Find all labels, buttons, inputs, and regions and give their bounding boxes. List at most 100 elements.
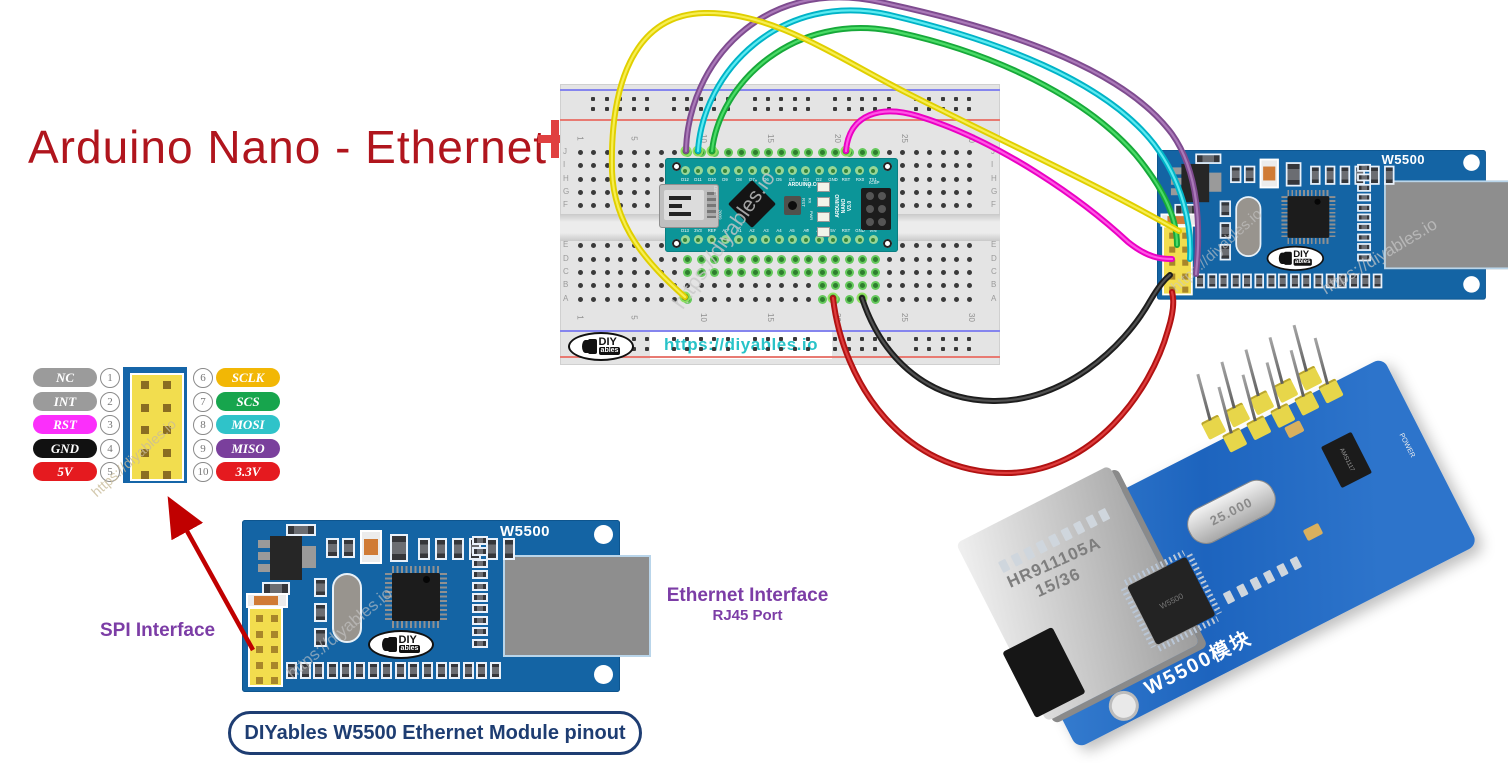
breadboard-hole (846, 270, 852, 275)
breadboard-hole (913, 150, 919, 155)
nano-pin-pad (680, 235, 690, 244)
column-number: 10 (698, 313, 708, 322)
rail-hole (604, 107, 609, 111)
module-smd (1357, 233, 1372, 242)
row-letter: J (563, 147, 567, 156)
rail-hole (631, 97, 636, 101)
breadboard-hole (819, 257, 825, 262)
rail-hole (672, 97, 676, 101)
breadboard-hole (967, 297, 973, 302)
rail-hole (712, 97, 717, 101)
rail-hole (967, 347, 972, 351)
pinout-number: 6 (193, 368, 213, 388)
module-smd (472, 570, 488, 580)
breadboard-hole (578, 243, 583, 248)
column-number: 20 (833, 134, 843, 143)
module-smd (1218, 273, 1229, 289)
nano-pin-pad (720, 166, 730, 175)
module-header-pin (256, 661, 263, 669)
nano-pin-label: D11 (694, 177, 703, 182)
diyables-logo-bottom: ables (1293, 258, 1313, 266)
nano-mounting-hole (672, 162, 681, 171)
module-rj45-port (503, 555, 651, 657)
module-smd (1357, 223, 1372, 232)
rail-hole (927, 97, 932, 101)
breadboard-hole (725, 270, 731, 275)
breadboard-hole (913, 257, 919, 262)
pinout-header-pin (163, 403, 171, 412)
nano-led-label: TX (807, 182, 813, 189)
rail-hole (846, 107, 851, 111)
nano-led (817, 212, 830, 222)
breadboard-hole (645, 270, 651, 275)
breadboard-hole (658, 243, 664, 248)
breadboard-hole (604, 163, 610, 168)
module-smd (314, 603, 327, 622)
breadboard-hole (913, 177, 919, 182)
rail-hole (967, 107, 972, 111)
rail-hole (672, 107, 676, 111)
photo-header-pin (1196, 373, 1212, 421)
rail-hole (685, 107, 690, 111)
breadboard-hole (591, 270, 597, 275)
icsp-pin (866, 205, 874, 213)
module-smd (1195, 153, 1222, 164)
arduino-nano-board: D12D11D10D9D8D7D6D5D4D3D2GNDRSTRX0TX1D13… (659, 158, 898, 252)
breadboard-hole (766, 150, 772, 155)
breadboard-hole (900, 163, 906, 168)
pinout-header-plastic (130, 373, 184, 481)
module-smd (313, 662, 325, 679)
row-letter: H (991, 174, 997, 183)
module-smd (472, 581, 488, 591)
rail-hole (913, 337, 918, 341)
module-smd (394, 662, 406, 679)
module-header-pin (1182, 232, 1189, 239)
rail-hole (913, 107, 918, 111)
rail-hole (631, 107, 636, 111)
breadboard-hole (766, 283, 772, 288)
nano-pin-label: A5 (789, 228, 796, 233)
rail-hole (685, 97, 690, 101)
breadboard-hole (927, 190, 933, 195)
breadboard-hole (846, 283, 852, 288)
pinout-pill-int: INT (33, 391, 97, 411)
pinout-pill-3_3v: 3.3V (216, 462, 280, 481)
breadboard-hole (618, 163, 624, 168)
breadboard-hole (927, 297, 933, 302)
breadboard-hole (886, 297, 892, 302)
breadboard-hole (645, 163, 651, 168)
breadboard-hole (645, 203, 651, 208)
rail-line-blue (560, 89, 1000, 91)
row-letter: F (991, 200, 996, 209)
breadboard-hole (591, 163, 597, 168)
module-smd (418, 538, 430, 560)
breadboard-hole (927, 177, 933, 182)
breadboard-hole (792, 150, 798, 155)
diyables-url: https://diyables.io (650, 331, 832, 359)
breadboard-hole (591, 190, 597, 195)
rail-hole (940, 97, 945, 101)
rail-hole (698, 347, 703, 351)
breadboard-hole (927, 257, 933, 262)
breadboard-hole (927, 283, 933, 288)
breadboard-hole (578, 150, 583, 155)
rail-hole (645, 107, 650, 111)
breadboard-hole (591, 150, 597, 155)
breadboard-hole (658, 297, 664, 302)
pinout-header-pin (141, 471, 149, 479)
breadboard-hole (591, 297, 597, 302)
breadboard-hole (860, 270, 866, 275)
rail-hole (806, 97, 811, 101)
column-number: 15 (765, 134, 775, 143)
breadboard-hole (954, 163, 960, 168)
breadboard-hole (819, 297, 825, 302)
breadboard-hole (940, 270, 946, 275)
breadboard-hole (779, 270, 785, 275)
breadboard-hole (591, 257, 597, 262)
module-smd (1313, 273, 1324, 289)
row-letter: I (563, 160, 566, 169)
breadboard-hole (954, 297, 960, 302)
column-number: 5 (629, 136, 639, 141)
